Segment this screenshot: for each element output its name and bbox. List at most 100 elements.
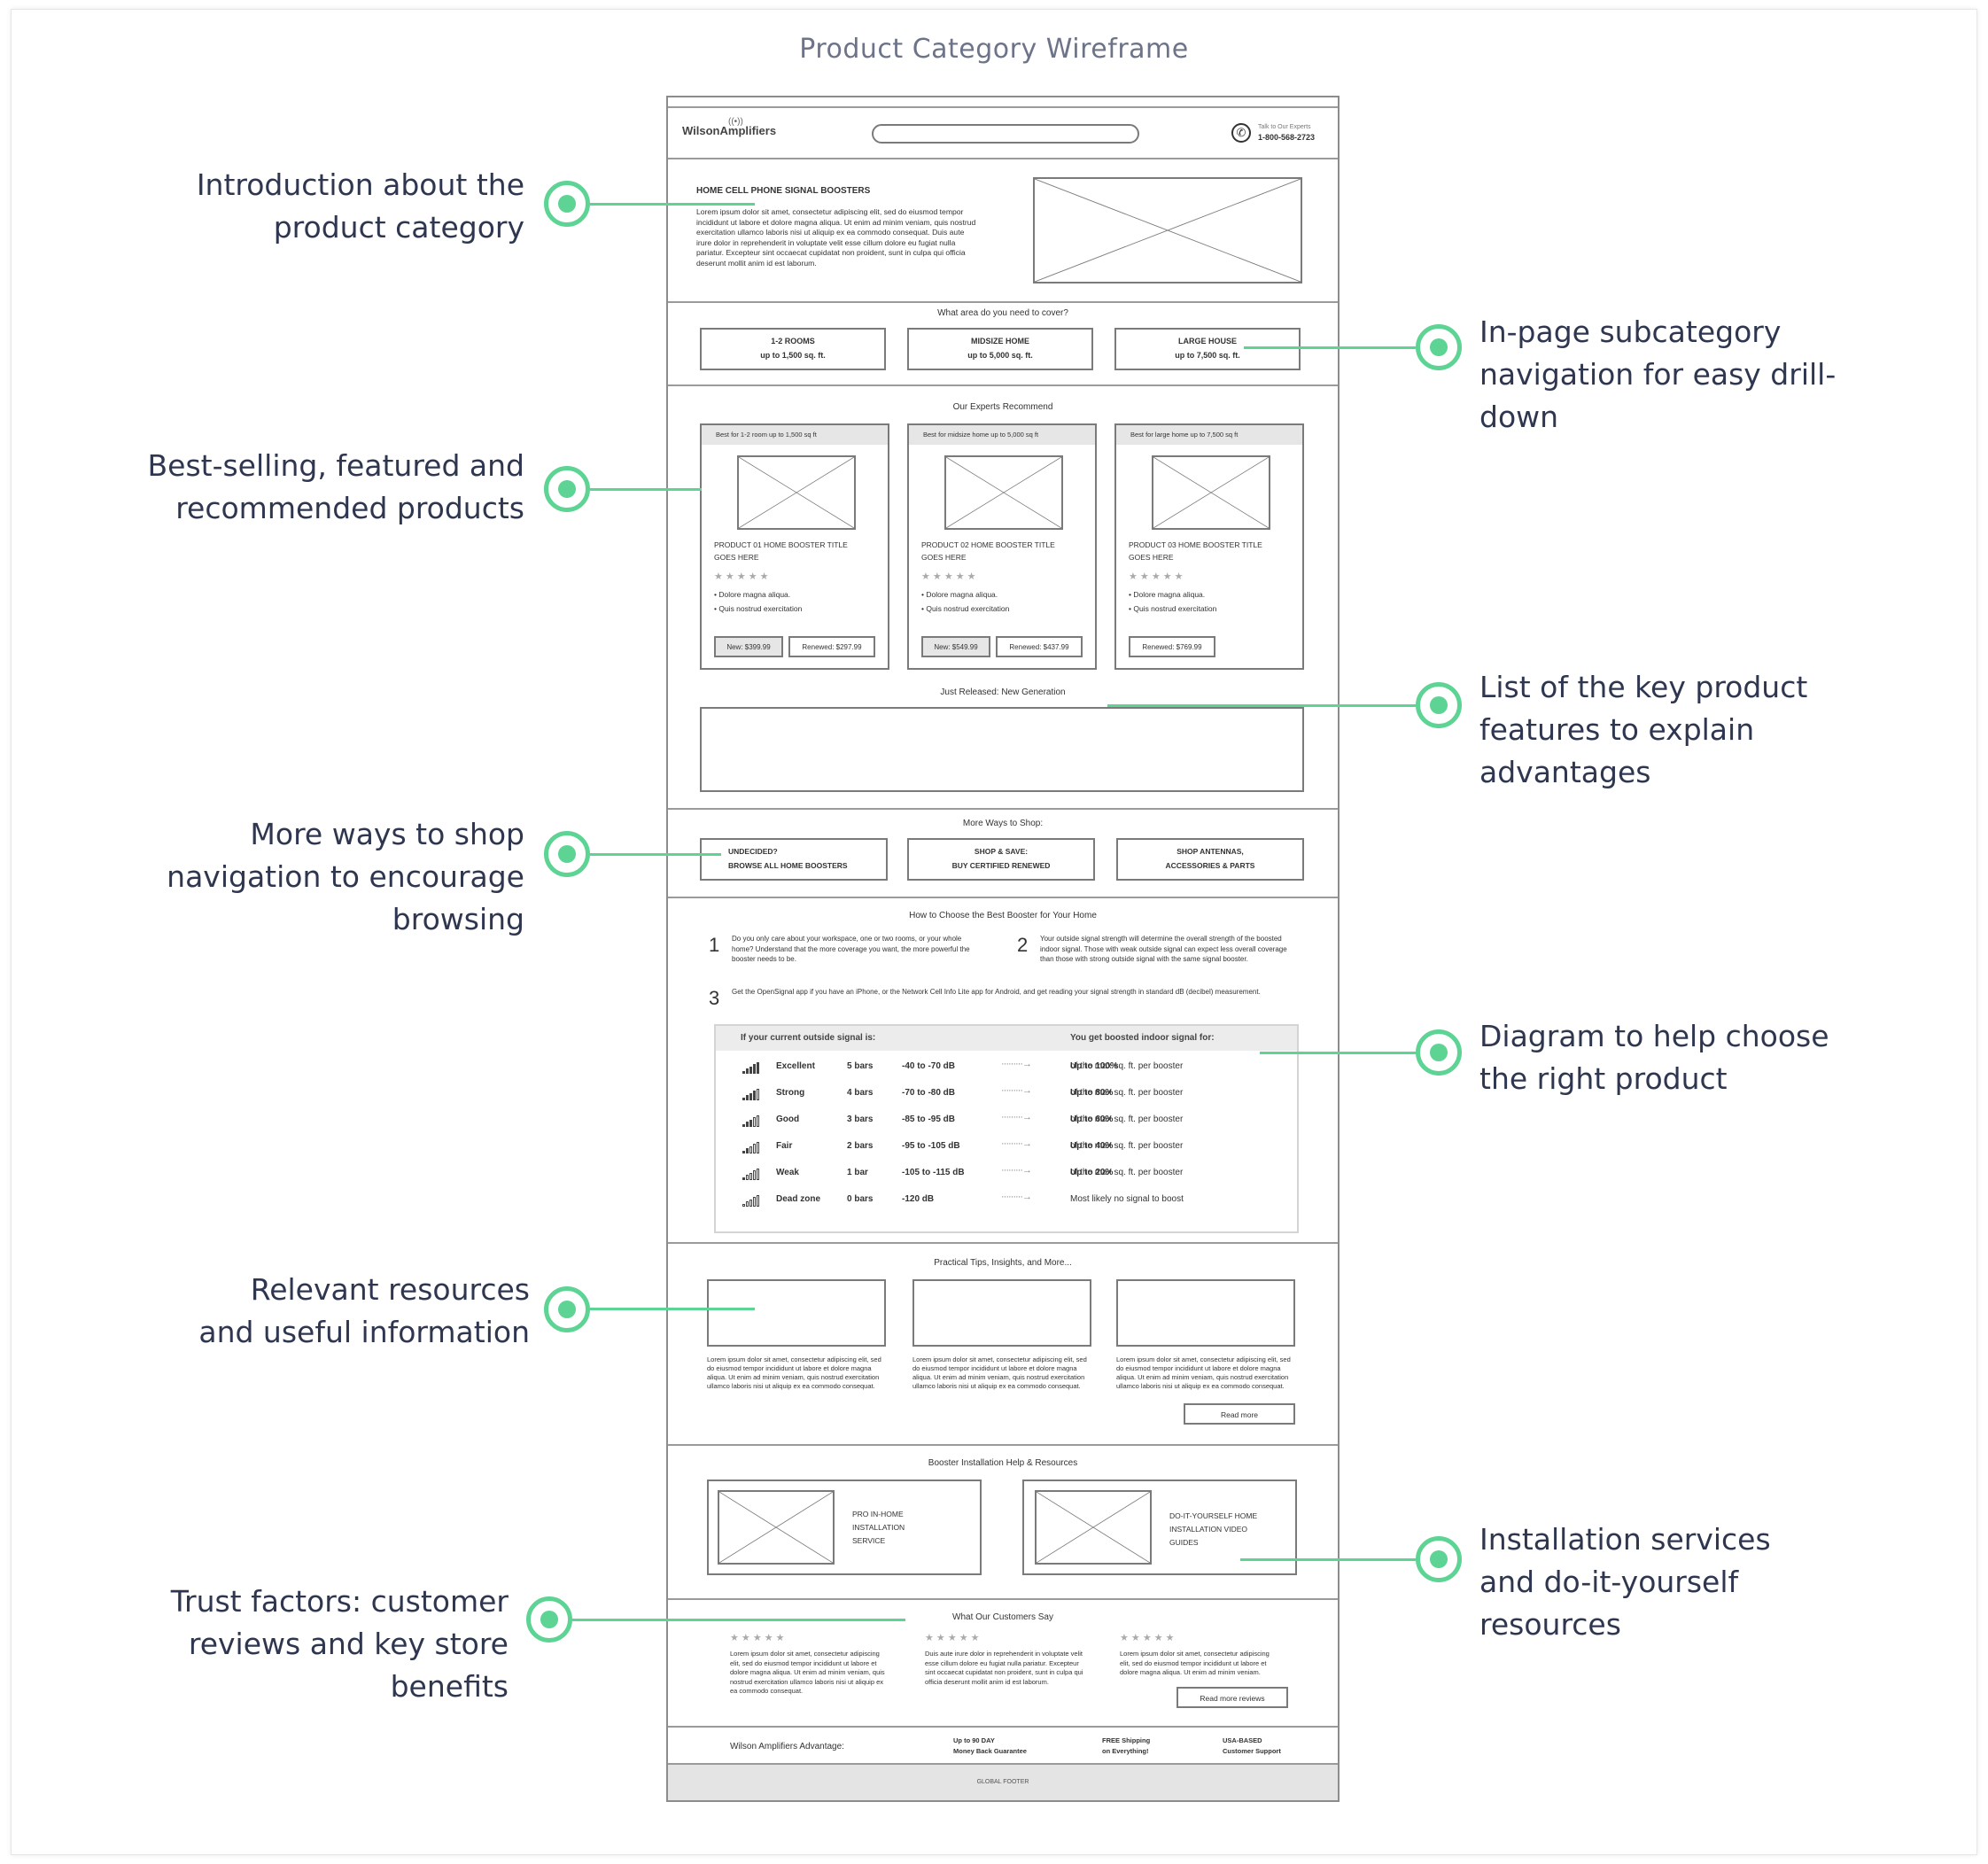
signal-strength-icon xyxy=(742,1194,762,1207)
button-line-2: BUY CERTIFIED RENEWED xyxy=(951,861,1051,870)
signal-result-text: of the max sq. ft. per booster xyxy=(1070,1061,1184,1071)
coverage-option-midsize-home[interactable]: MIDSIZE HOME up to 5,000 sq. ft. xyxy=(907,328,1093,370)
coverage-option-title: 1-2 ROOMS xyxy=(771,337,815,346)
price-renewed-button[interactable]: Renewed: $437.99 xyxy=(996,636,1083,657)
signal-result-text: Most likely no signal to boost xyxy=(1070,1194,1184,1204)
review-text: Duis aute irure dolor in reprehenderit i… xyxy=(925,1650,1083,1686)
product-feature: • Quis nostrud exercitation xyxy=(1129,604,1217,613)
tip-card-image[interactable] xyxy=(912,1279,1091,1347)
advantage-item: FREE Shipping xyxy=(1102,1736,1151,1744)
pro-install-label: PRO IN-HOME INSTALLATION SERVICE xyxy=(852,1510,905,1545)
annotation-best-selling: Best-selling, featured and recommended p… xyxy=(147,448,525,525)
product-image-placeholder xyxy=(944,455,1063,530)
tip-card-text: Lorem ipsum dolor sit amet, consectetur … xyxy=(912,1355,1087,1390)
review-stars: ★ ★ ★ ★ ★ xyxy=(925,1633,980,1643)
tip-card-image[interactable] xyxy=(1116,1279,1295,1347)
coverage-option-1-2-rooms[interactable]: 1-2 ROOMS up to 1,500 sq. ft. xyxy=(700,328,886,370)
leader-line xyxy=(572,1619,905,1621)
product-card[interactable]: Best for midsize home up to 5,000 sq ft … xyxy=(907,423,1097,670)
install-image-placeholder xyxy=(1035,1490,1152,1565)
price-new-button[interactable]: New: $549.99 xyxy=(921,636,990,657)
product-feature: • Quis nostrud exercitation xyxy=(714,604,803,613)
annotation-installation: Installation services and do-it-yourself… xyxy=(1479,1522,1771,1642)
step-text: Do you only care about your workspace, o… xyxy=(732,935,970,963)
browse-all-button[interactable]: UNDECIDED? BROWSE ALL HOME BOOSTERS xyxy=(700,838,888,881)
product-badge: Best for 1-2 room up to 1,500 sq ft xyxy=(716,431,817,439)
annotation-subcategory: In-page subcategory navigation for easy … xyxy=(1479,315,1837,434)
coverage-option-title: LARGE HOUSE xyxy=(1177,337,1237,346)
buy-renewed-button[interactable]: SHOP & SAVE: BUY CERTIFIED RENEWED xyxy=(907,838,1095,881)
search-input[interactable] xyxy=(872,124,1139,144)
annotation-marker-icon xyxy=(544,831,590,877)
leader-line xyxy=(590,853,721,856)
leader-line xyxy=(590,203,755,206)
advantage-item: USA-BASED xyxy=(1223,1736,1262,1744)
read-more-button[interactable]: Read more xyxy=(1184,1403,1295,1425)
signal-result-bold: Up to 80% xyxy=(1070,1088,1114,1098)
price-renewed-button[interactable]: Renewed: $297.99 xyxy=(788,636,875,657)
leader-line xyxy=(1240,1558,1416,1561)
phone-icon: ✆ xyxy=(1231,123,1251,143)
annotation-marker-icon xyxy=(1416,1029,1462,1076)
section-rule xyxy=(668,897,1338,898)
page-title: Product Category Wireframe xyxy=(799,34,1189,65)
price-new: New: $399.99 xyxy=(726,643,771,651)
new-generation-banner[interactable] xyxy=(700,707,1304,792)
signal-result-text: of the max sq. ft. per booster xyxy=(1070,1141,1184,1151)
install-image-placeholder xyxy=(718,1490,835,1565)
product-title: PRODUCT 01 HOME BOOSTER TITLE xyxy=(714,540,848,549)
annotation-marker-icon xyxy=(544,1286,590,1332)
signal-result-bold: Up to 100% xyxy=(1070,1061,1118,1071)
product-card[interactable]: Best for large home up to 7,500 sq ft PR… xyxy=(1114,423,1304,670)
product-feature: • Dolore magna aliqua. xyxy=(714,590,791,599)
leader-line xyxy=(1260,1052,1416,1054)
section-rule xyxy=(668,1598,1338,1600)
product-badge: Best for large home up to 7,500 sq ft xyxy=(1130,431,1239,439)
signal-level: Strong xyxy=(776,1088,805,1098)
review-text: Lorem ipsum dolor sit amet, consectetur … xyxy=(1120,1650,1270,1676)
advantage-item-sub: Money Back Guarantee xyxy=(953,1747,1027,1755)
tips-heading: Practical Tips, Insights, and More... xyxy=(934,1258,1072,1268)
how-to-heading: How to Choose the Best Booster for Your … xyxy=(909,911,1097,920)
coverage-option-large-house[interactable]: LARGE HOUSE up to 7,500 sq. ft. xyxy=(1114,328,1301,370)
signal-bars: 5 bars xyxy=(847,1061,874,1071)
tip-card-text: Lorem ipsum dolor sit amet, consectetur … xyxy=(1116,1355,1291,1390)
arrow-icon: ·········→ xyxy=(1001,1192,1032,1202)
product-badge: Best for midsize home up to 5,000 sq ft xyxy=(923,431,1039,439)
more-ways-heading: More Ways to Shop: xyxy=(962,819,1044,828)
signal-result-bold: Up to 40% xyxy=(1070,1141,1114,1151)
price-renewed: Renewed: $437.99 xyxy=(1009,643,1069,651)
logo: WilsonAmplifiers xyxy=(682,124,777,137)
recommend-heading: Our Experts Recommend xyxy=(952,402,1053,412)
signal-bars: 4 bars xyxy=(847,1088,874,1098)
signal-result-bold: Up to 60% xyxy=(1070,1115,1114,1124)
annotation-marker-icon xyxy=(526,1596,572,1643)
shop-accessories-button[interactable]: SHOP ANTENNAS, ACCESSORIES & PARTS xyxy=(1116,838,1304,881)
table-header-right: You get boosted indoor signal for: xyxy=(1070,1033,1215,1043)
price-new-button[interactable]: New: $399.99 xyxy=(714,636,783,657)
signal-bars: 3 bars xyxy=(847,1115,874,1124)
product-image-placeholder xyxy=(737,455,856,530)
signal-db: -40 to -70 dB xyxy=(902,1061,956,1071)
coverage-option-size: up to 7,500 sq. ft. xyxy=(1175,351,1240,360)
signal-strength-icon xyxy=(742,1168,762,1180)
hero-body: Lorem ipsum dolor sit amet, consectetur … xyxy=(696,207,976,268)
advantage-item-sub: Customer Support xyxy=(1223,1747,1281,1755)
global-footer: GLOBAL FOOTER xyxy=(668,1763,1338,1800)
product-card[interactable]: Best for 1-2 room up to 1,500 sq ft PROD… xyxy=(700,423,889,670)
signal-result-text: of the max sq. ft. per booster xyxy=(1070,1088,1184,1098)
leader-line xyxy=(1244,346,1416,349)
section-rule xyxy=(668,1242,1338,1244)
section-rule xyxy=(668,384,1338,386)
signal-result-text: of the max sq. ft. per booster xyxy=(1070,1115,1184,1124)
pro-install-card[interactable]: PRO IN-HOME INSTALLATION SERVICE xyxy=(707,1480,982,1575)
review-text: Lorem ipsum dolor sit amet, consectetur … xyxy=(730,1650,885,1695)
step-number: 1 xyxy=(709,934,720,956)
read-more-reviews-button[interactable]: Read more reviews xyxy=(1176,1687,1288,1708)
arrow-icon: ·········→ xyxy=(1001,1059,1032,1069)
price-renewed-button[interactable]: Renewed: $769.99 xyxy=(1129,636,1215,657)
phone-number[interactable]: 1-800-568-2723 xyxy=(1258,133,1316,142)
tip-card-image[interactable] xyxy=(707,1279,886,1347)
